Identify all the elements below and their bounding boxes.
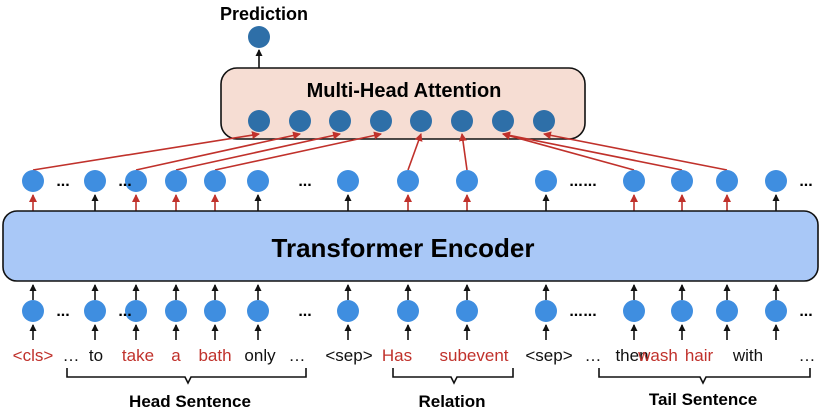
- relation-brace: [392, 368, 514, 385]
- lower-node: [456, 300, 478, 322]
- token: …: [585, 346, 602, 365]
- lower-node: [247, 300, 269, 322]
- attention-node: [410, 110, 432, 132]
- token: subevent: [440, 346, 509, 365]
- lower-node: [165, 300, 187, 322]
- lower-node: [623, 300, 645, 322]
- attention-node: [492, 110, 514, 132]
- attention-arrow: [214, 131, 382, 171]
- lower-node: [84, 300, 106, 322]
- upper-node: [535, 170, 557, 192]
- attention-input-arrows: [32, 131, 728, 171]
- attention-nodes: [248, 110, 555, 132]
- lower-node: [765, 300, 787, 322]
- token: only: [244, 346, 276, 365]
- lower-ellipsis: ...: [298, 303, 311, 320]
- lower-node: [397, 300, 419, 322]
- upper-node: [623, 170, 645, 192]
- attention-node: [248, 110, 270, 132]
- upper-node: [765, 170, 787, 192]
- lower-node: [337, 300, 359, 322]
- attention-arrow: [543, 131, 728, 171]
- attention-arrow: [502, 131, 635, 171]
- upper-ellipsis: ...: [118, 173, 131, 190]
- encoder-box: [2, 210, 819, 282]
- attention-arrow: [407, 133, 423, 171]
- upper-node: [125, 170, 147, 192]
- attention-node: [370, 110, 392, 132]
- upper-ellipsis: ...: [583, 173, 596, 190]
- lower-ellipsis: ...: [583, 303, 596, 320]
- upper-ellipsis: ...: [56, 173, 69, 190]
- encoder-output-row: ..................: [22, 170, 813, 211]
- prediction-label: Prediction: [220, 4, 308, 24]
- lower-node: [125, 300, 147, 322]
- attention-node: [533, 110, 555, 132]
- upper-ellipsis: ...: [569, 173, 582, 190]
- token: …: [799, 346, 816, 365]
- token: with: [732, 346, 763, 365]
- relation-label: Relation: [418, 392, 485, 411]
- attention-node: [329, 110, 351, 132]
- attention-box: [220, 67, 586, 140]
- tail-sentence-label: Tail Sentence: [649, 390, 757, 409]
- token: <sep>: [325, 346, 372, 365]
- tail-sentence-brace: [598, 368, 811, 385]
- head-sentence-label: Head Sentence: [129, 392, 251, 411]
- attention-title: Multi-Head Attention: [307, 80, 502, 102]
- upper-node: [165, 170, 187, 192]
- upper-node: [337, 170, 359, 192]
- attention-node: [451, 110, 473, 132]
- lower-node: [535, 300, 557, 322]
- upper-ellipsis: ...: [298, 173, 311, 190]
- encoder-input-row: ..................: [22, 284, 813, 340]
- token: a: [171, 346, 181, 365]
- upper-node: [22, 170, 44, 192]
- attention-arrow: [502, 131, 683, 171]
- attention-arrow: [175, 131, 341, 171]
- token: to: [89, 346, 103, 365]
- attention-arrow: [135, 131, 301, 171]
- lower-ellipsis: ...: [118, 303, 131, 320]
- attention-arrow: [459, 133, 468, 171]
- upper-node: [247, 170, 269, 192]
- attention-node: [289, 110, 311, 132]
- upper-node: [204, 170, 226, 192]
- upper-node: [716, 170, 738, 192]
- encoder-title: Transformer Encoder: [272, 233, 535, 263]
- prediction-node: [248, 26, 270, 48]
- lower-node: [204, 300, 226, 322]
- token: hair: [685, 346, 714, 365]
- upper-ellipsis: ...: [799, 173, 812, 190]
- lower-node: [671, 300, 693, 322]
- token: bath: [198, 346, 231, 365]
- lower-ellipsis: ...: [569, 303, 582, 320]
- lower-node: [22, 300, 44, 322]
- lower-node: [716, 300, 738, 322]
- token: wash: [637, 346, 678, 365]
- lower-ellipsis: ...: [799, 303, 812, 320]
- token: <sep>: [525, 346, 572, 365]
- lower-ellipsis: ...: [56, 303, 69, 320]
- token: take: [122, 346, 154, 365]
- token: Has: [382, 346, 412, 365]
- upper-node: [397, 170, 419, 192]
- upper-node: [456, 170, 478, 192]
- token: …: [63, 346, 80, 365]
- head-sentence-brace: [66, 368, 307, 385]
- attention-arrow: [32, 131, 260, 171]
- token: …: [289, 346, 306, 365]
- upper-node: [671, 170, 693, 192]
- token: <cls>: [13, 346, 54, 365]
- token: then: [615, 346, 648, 365]
- upper-node: [84, 170, 106, 192]
